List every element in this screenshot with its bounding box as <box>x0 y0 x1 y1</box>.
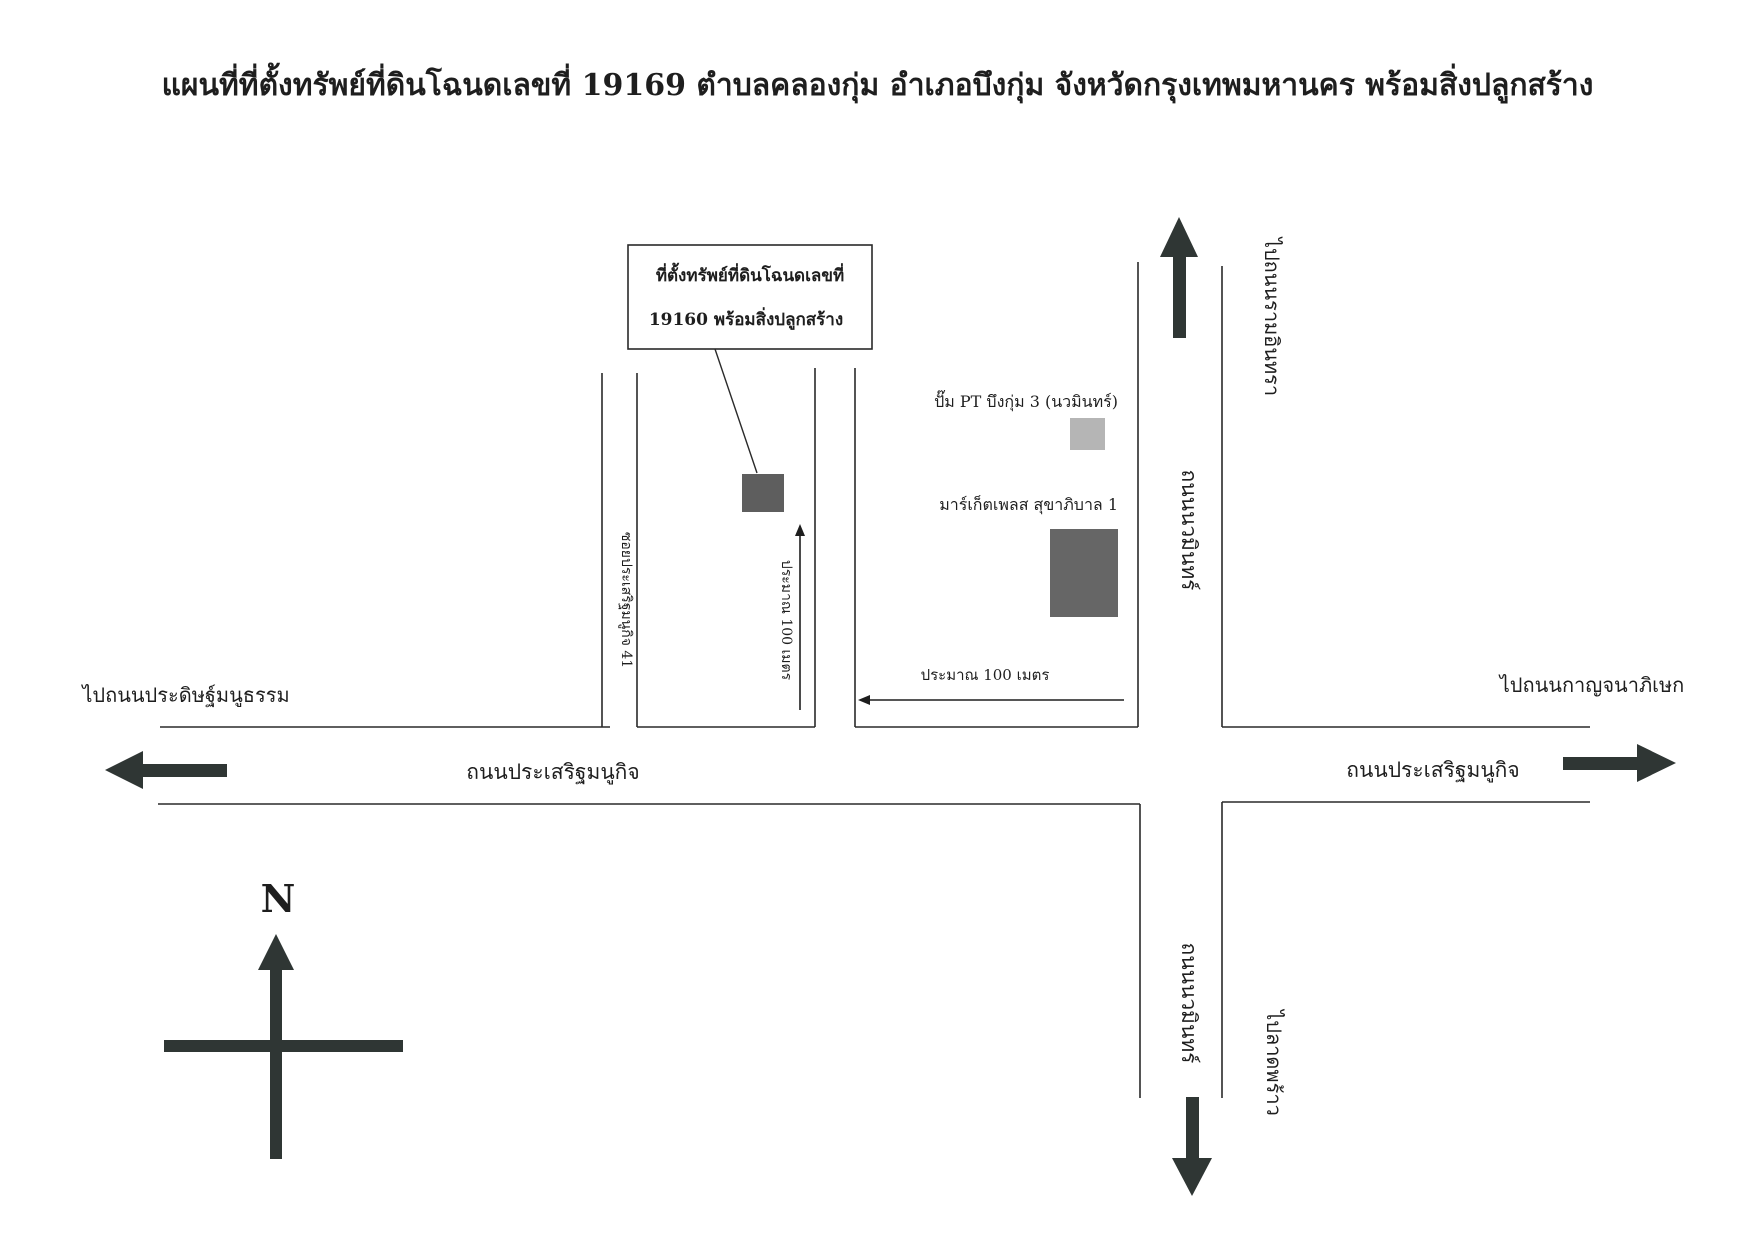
compass-rose-icon <box>164 934 403 1159</box>
direction-east-label: ไปถนนกาญจนาภิเษก <box>1498 673 1685 697</box>
main-distance-label: ประมาณ 100 เมตร <box>921 666 1050 684</box>
direction-north-label: ไปถนนรามอินทรา <box>1260 236 1284 396</box>
pt-station-label: ปั๊ม PT บึงกุ่ม 3 (นวมินทร์) <box>934 390 1118 412</box>
nawamin-label-upper: ถนนนวมินทร์ <box>1177 470 1201 591</box>
nawamin-label-lower: ถนนนวมินทร์ <box>1177 943 1201 1064</box>
west-arrow-icon <box>105 751 227 789</box>
callout-box <box>627 244 873 350</box>
south-arrow-icon <box>1172 1097 1212 1196</box>
market-place-label: มาร์เก็ตเพลส สุขาภิบาล 1 <box>939 494 1118 515</box>
callout-line-2: 19160 พร้อมสิ่งปลูกสร้าง <box>649 307 843 331</box>
east-arrow-icon <box>1563 744 1676 782</box>
compass-north-label: N <box>261 876 296 921</box>
soi-distance-arrow <box>795 524 805 710</box>
soi-41-road <box>601 373 638 727</box>
direction-south-label: ไปลาดพร้าว <box>1262 1008 1286 1116</box>
nawamin-road <box>1137 262 1223 1098</box>
main-road-label-left: ถนนประเสริฐมนูกิจ <box>466 760 639 785</box>
main-road-label-right: ถนนประเสริฐมนูกิจ <box>1346 758 1519 783</box>
north-arrow-icon <box>1160 217 1198 338</box>
pt-station-marker <box>1070 418 1105 450</box>
soi-label: ซอยประเสริฐมนูกิจ 41 <box>618 532 634 668</box>
side-road <box>814 368 856 727</box>
market-place-marker <box>1050 529 1118 617</box>
callout-leader-line <box>714 348 758 474</box>
property-marker <box>742 474 784 512</box>
direction-west-label: ไปถนนประดิษฐ์มนูธรรม <box>80 683 289 708</box>
soi-distance-label: ประมาณ 100 เมตร <box>778 560 794 681</box>
callout-line-1: ที่ตั้งทรัพย์ที่ดินโฉนดเลขที่ <box>656 262 844 286</box>
map-title: แผนที่ที่ตั้งทรัพย์ที่ดินโฉนดเลขที่ 1916… <box>161 68 1594 103</box>
main-distance-arrow <box>858 695 1124 705</box>
main-road <box>158 726 1590 805</box>
